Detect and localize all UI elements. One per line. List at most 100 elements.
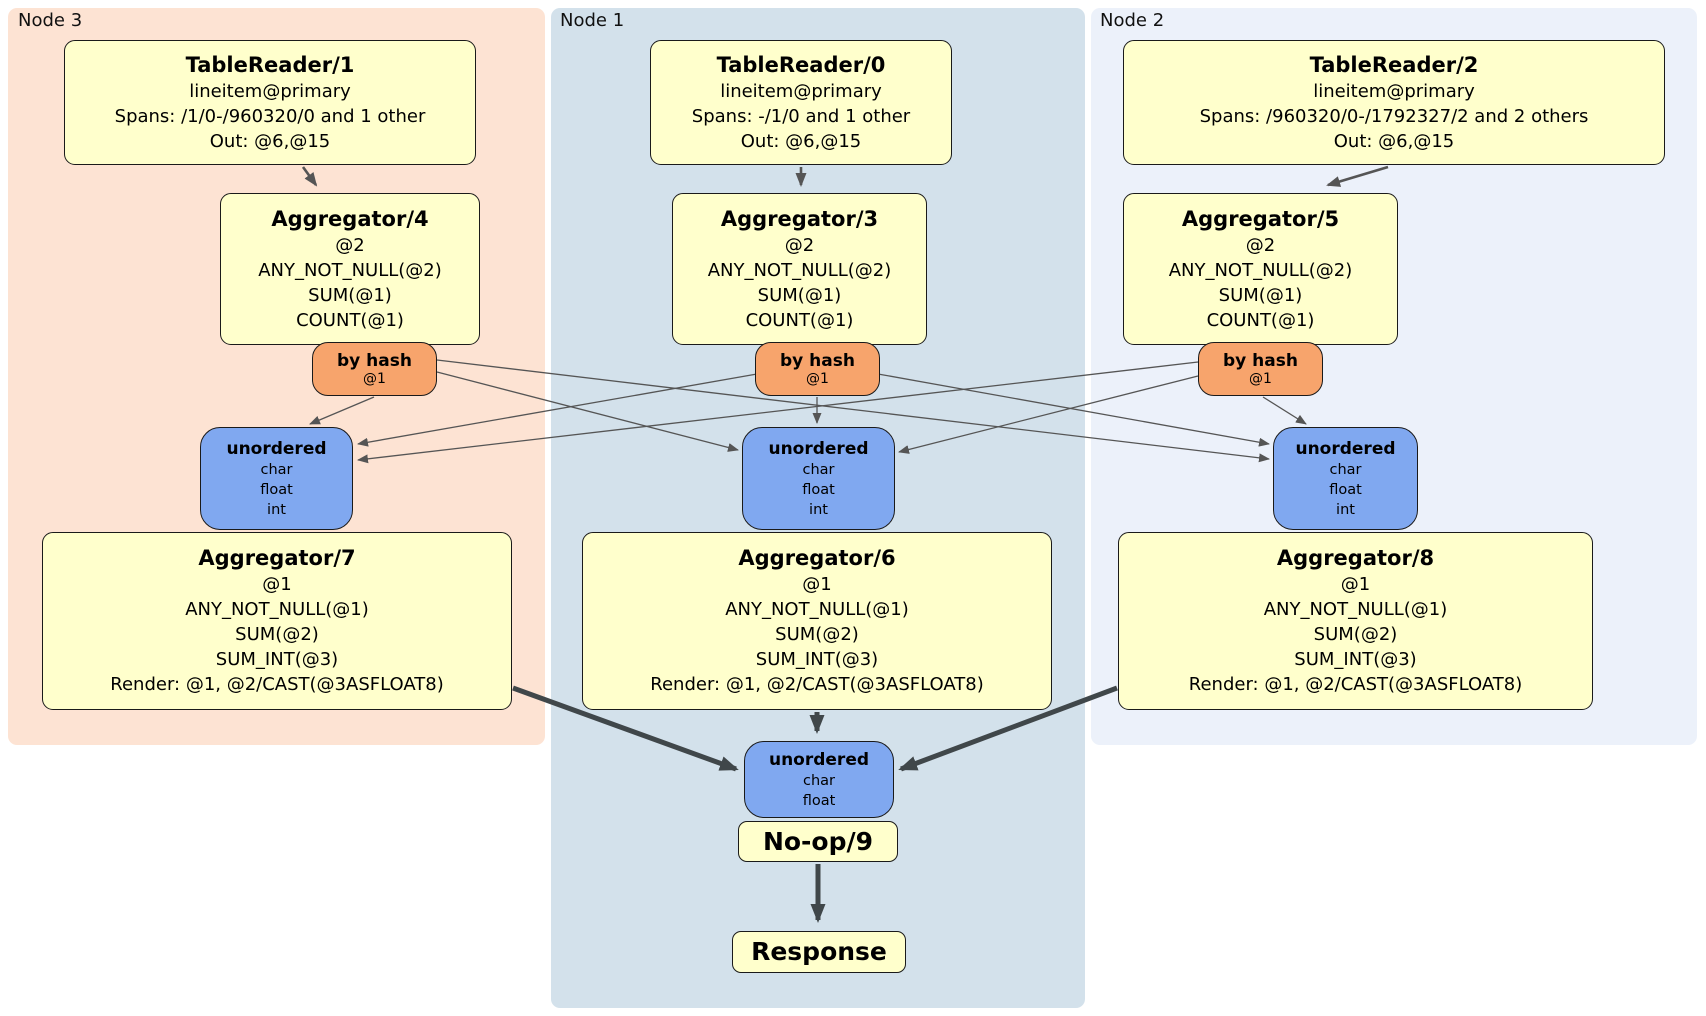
aggregator7-fn1: ANY_NOT_NULL(@1) [185, 599, 369, 620]
aggregator4-fn1: ANY_NOT_NULL(@2) [258, 259, 442, 281]
tablereader1-box: TableReader/1 lineitem@primary Spans: /1… [64, 40, 476, 165]
hash-router-node2: by hash @1 [1198, 342, 1323, 396]
sync-node2-col-float: float [1329, 481, 1362, 498]
aggregator6-box: Aggregator/6 @1 ANY_NOT_NULL(@1) SUM(@2)… [582, 532, 1052, 710]
edge-router3-sync3 [309, 396, 375, 425]
sync-node3-col-char: char [260, 461, 293, 478]
aggregator5-fn2: SUM(@1) [1218, 284, 1303, 306]
sync-node1-col-int: int [809, 501, 828, 518]
tablereader0-box: TableReader/0 lineitem@primary Spans: -/… [650, 40, 952, 165]
aggregator4-fn3: COUNT(@1) [296, 309, 404, 331]
tablereader0-spans: Spans: -/1/0 and 1 other [691, 105, 911, 127]
hash-router-node3-detail: @1 [363, 370, 386, 387]
aggregator3-groupcols: @2 [784, 234, 815, 256]
aggregator8-title: Aggregator/8 [1276, 546, 1435, 570]
aggregator4-title: Aggregator/4 [271, 206, 429, 231]
aggregator6-fn3: SUM_INT(@3) [755, 649, 879, 670]
aggregator3-title: Aggregator/3 [720, 206, 879, 231]
aggregator8-groupcols: @1 [1340, 574, 1371, 595]
sync-final-col-char: char [802, 772, 835, 789]
hash-router-node2-label: by hash [1223, 350, 1298, 371]
aggregator7-fn3: SUM_INT(@3) [215, 649, 339, 670]
aggregator5-box: Aggregator/5 @2 ANY_NOT_NULL(@2) SUM(@1)… [1123, 193, 1398, 345]
edge-router1-sync2 [877, 373, 1270, 447]
unordered-sync-final: unordered char float [744, 741, 894, 818]
sync-node2-col-int: int [1336, 501, 1355, 518]
aggregator7-box: Aggregator/7 @1 ANY_NOT_NULL(@1) SUM(@2)… [42, 532, 512, 710]
aggregator3-fn3: COUNT(@1) [745, 309, 854, 331]
aggregator4-fn2: SUM(@1) [308, 284, 392, 306]
aggregator7-render: Render: @1, @2/CAST(@3ASFLOAT8) [110, 674, 444, 695]
aggregator4-box: Aggregator/4 @2 ANY_NOT_NULL(@2) SUM(@1)… [220, 193, 480, 345]
unordered-sync-node2-label: unordered [1295, 438, 1396, 459]
tablereader1-out: Out: @6,@15 [209, 130, 331, 152]
hash-router-node2-detail: @1 [1249, 370, 1272, 387]
unordered-sync-final-label: unordered [768, 749, 870, 770]
tablereader2-title: TableReader/2 [1309, 52, 1479, 77]
node1-label: Node 1 [560, 10, 625, 31]
sync-node3-col-float: float [260, 481, 293, 498]
aggregator8-fn3: SUM_INT(@3) [1294, 649, 1417, 670]
edge-router2-sync2 [1262, 396, 1307, 425]
aggregator5-groupcols: @2 [1245, 234, 1276, 256]
hash-router-node3-label: by hash [337, 350, 412, 371]
hash-router-node1: by hash @1 [755, 342, 880, 396]
edge-router3-sync2 [436, 359, 1270, 463]
aggregator8-render: Render: @1, @2/CAST(@3ASFLOAT8) [1188, 674, 1523, 695]
sync-node1-col-char: char [802, 461, 835, 478]
tablereader2-out: Out: @6,@15 [1333, 130, 1455, 152]
aggregator6-fn1: ANY_NOT_NULL(@1) [725, 599, 909, 620]
hash-router-node1-label: by hash [780, 350, 855, 371]
edge-router2-sync3 [357, 361, 1199, 464]
tablereader1-spans: Spans: /1/0-/960320/0 and 1 other [114, 105, 426, 127]
node3-label: Node 3 [18, 10, 83, 31]
tablereader0-title: TableReader/0 [716, 52, 886, 77]
node2-label: Node 2 [1100, 10, 1165, 31]
hash-router-node1-detail: @1 [806, 370, 829, 387]
aggregator8-box: Aggregator/8 @1 ANY_NOT_NULL(@1) SUM(@2)… [1118, 532, 1593, 710]
unordered-sync-node3-label: unordered [226, 438, 327, 459]
sync-node2-col-char: char [1329, 461, 1362, 478]
aggregator7-groupcols: @1 [262, 574, 292, 595]
edge-router2-sync1 [898, 375, 1199, 454]
unordered-sync-node1-label: unordered [768, 438, 869, 459]
aggregator6-render: Render: @1, @2/CAST(@3ASFLOAT8) [650, 674, 984, 695]
aggregator5-fn1: ANY_NOT_NULL(@2) [1168, 259, 1353, 281]
unordered-sync-node1: unordered char float int [742, 427, 895, 530]
sync-node1-col-float: float [802, 481, 835, 498]
tablereader2-spans: Spans: /960320/0-/1792327/2 and 2 others [1199, 105, 1589, 127]
aggregator7-fn2: SUM(@2) [235, 624, 319, 645]
aggregator6-fn2: SUM(@2) [775, 624, 859, 645]
edge-tablereader2-aggregator5 [1326, 165, 1389, 187]
tablereader0-out: Out: @6,@15 [740, 130, 862, 152]
aggregator3-fn1: ANY_NOT_NULL(@2) [707, 259, 892, 281]
edge-aggregator8-finalsync [898, 685, 1118, 772]
response-title: Response [751, 937, 887, 966]
aggregator7-title: Aggregator/7 [198, 546, 356, 570]
edge-tablereader1-aggregator4 [301, 166, 318, 187]
aggregator3-box: Aggregator/3 @2 ANY_NOT_NULL(@2) SUM(@1)… [672, 193, 927, 345]
response-box: Response [732, 931, 906, 973]
aggregator5-fn3: COUNT(@1) [1206, 309, 1315, 331]
edge-aggregator7-finalsync [512, 685, 739, 772]
aggregator6-groupcols: @1 [802, 574, 832, 595]
edge-router3-sync1 [436, 371, 739, 452]
noop-box: No-op/9 [738, 821, 898, 862]
tablereader2-index: lineitem@primary [1313, 80, 1475, 102]
aggregator5-title: Aggregator/5 [1181, 206, 1340, 231]
noop-title: No-op/9 [762, 826, 874, 856]
unordered-sync-node2: unordered char float int [1273, 427, 1418, 530]
tablereader1-title: TableReader/1 [185, 52, 355, 77]
aggregator8-fn2: SUM(@2) [1313, 624, 1398, 645]
unordered-sync-node3: unordered char float int [200, 427, 353, 530]
tablereader2-box: TableReader/2 lineitem@primary Spans: /9… [1123, 40, 1665, 165]
aggregator4-groupcols: @2 [335, 234, 365, 256]
sync-node3-col-int: int [267, 501, 286, 518]
aggregator8-fn1: ANY_NOT_NULL(@1) [1263, 599, 1448, 620]
edge-router1-sync3 [357, 373, 758, 447]
tablereader0-index: lineitem@primary [720, 80, 882, 102]
sync-final-col-float: float [802, 792, 836, 809]
tablereader1-index: lineitem@primary [189, 80, 351, 102]
